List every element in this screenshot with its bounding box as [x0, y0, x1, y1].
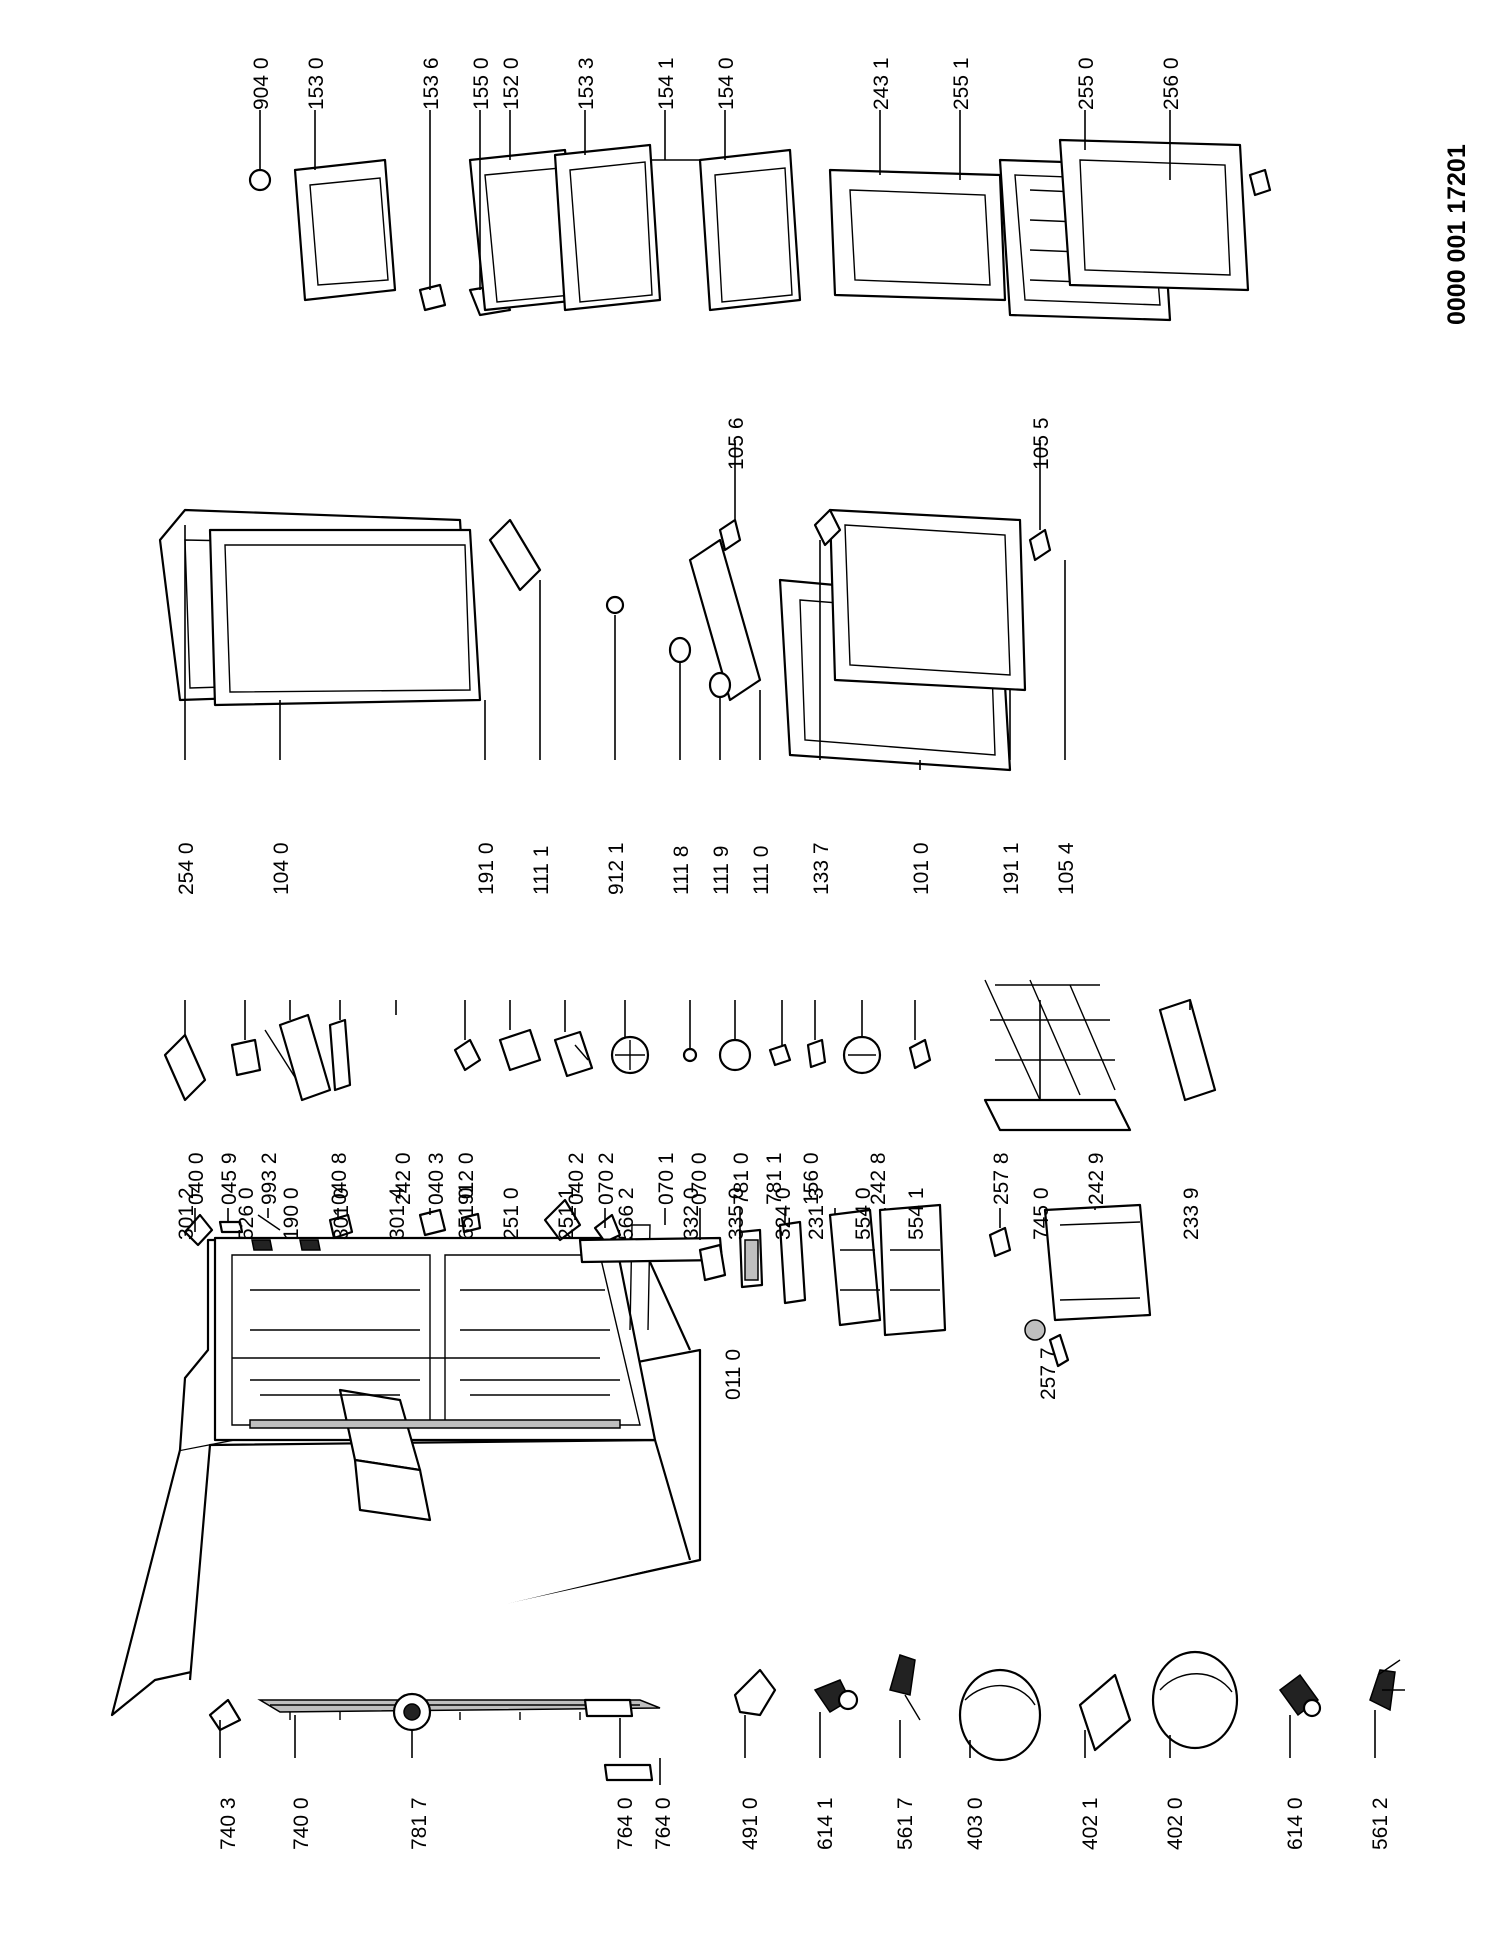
label-257-8: 257 8: [990, 1152, 1013, 1205]
label-101-0: 101 0: [910, 842, 933, 895]
label-403-0: 403 0: [964, 1797, 987, 1850]
label-242-8: 242 8: [867, 1152, 890, 1205]
label-904-0: 904 0: [250, 57, 273, 110]
label-233-9: 233 9: [1180, 1187, 1203, 1240]
leader-lines: [184, 110, 1376, 1785]
label-781-7: 781 7: [408, 1797, 431, 1850]
label-070-0: 070 0: [688, 1152, 711, 1205]
small-parts-left: [208, 1650, 1405, 1782]
label-324-0: 324 0: [772, 1187, 795, 1240]
label-190-0: 190 0: [280, 1187, 303, 1240]
label-111-0: 111 0: [750, 846, 773, 895]
label-251-0: 251 0: [500, 1187, 523, 1240]
drawing-reference-number: 0000 001 17201: [1443, 144, 1471, 325]
label-111-8: 111 8: [670, 846, 693, 895]
label-111-9: 111 9: [710, 846, 733, 895]
label-254-0: 254 0: [175, 842, 198, 895]
label-993-2: 993 2: [258, 1152, 281, 1205]
label-045-9: 045 9: [218, 1152, 241, 1205]
label-301-0: 301 0: [330, 1187, 353, 1240]
label-242-0: 242 0: [392, 1152, 415, 1205]
label-781-0: 781 0: [730, 1152, 753, 1205]
label-740-0: 740 0: [290, 1797, 313, 1850]
label-402-0: 402 0: [1164, 1797, 1187, 1850]
label-231-3: 231 3: [805, 1187, 828, 1240]
label-040-0: 040 0: [185, 1152, 208, 1205]
label-614-0: 614 0: [1284, 1797, 1307, 1850]
label-255-0: 255 0: [1075, 57, 1098, 110]
label-105-6: 105 6: [725, 417, 748, 470]
label-561-2: 561 2: [1369, 1797, 1392, 1850]
label-332-0: 332 0: [680, 1187, 703, 1240]
label-104-0: 104 0: [270, 842, 293, 895]
label-155-0: 155 0: [470, 57, 493, 110]
label-301-2: 301 2: [175, 1187, 198, 1240]
label-526-0: 526 0: [235, 1187, 258, 1240]
label-614-1: 614 1: [814, 1797, 837, 1850]
hinge-parts: [183, 1198, 622, 1247]
control-components: [163, 979, 1217, 1132]
label-781-1: 781 1: [763, 1152, 786, 1205]
label-070-1: 070 1: [655, 1152, 678, 1205]
label-154-0: 154 0: [715, 57, 738, 110]
label-554-1: 554 1: [905, 1187, 928, 1240]
label-105-5: 105 5: [1030, 417, 1053, 470]
crisper-drawers: [578, 1203, 1152, 1368]
label-133-7: 133 7: [810, 842, 833, 895]
label-740-3: 740 3: [217, 1797, 240, 1850]
label-745-0: 745 0: [1030, 1187, 1053, 1240]
label-153-0: 153 0: [305, 57, 328, 110]
label-153-3: 153 3: [575, 57, 598, 110]
label-301-4: 301 4: [386, 1187, 409, 1240]
label-040-3: 040 3: [425, 1152, 448, 1205]
label-105-4: 105 4: [1055, 842, 1078, 895]
label-256-0: 256 0: [1160, 57, 1183, 110]
label-335-0: 335 0: [725, 1187, 748, 1240]
label-255-1: 255 1: [950, 57, 973, 110]
label-242-9: 242 9: [1085, 1152, 1108, 1205]
label-152-0: 152 0: [500, 57, 523, 110]
label-566-2: 566 2: [615, 1187, 638, 1240]
label-554-0: 554 0: [852, 1187, 875, 1240]
label-243-1: 243 1: [870, 57, 893, 110]
label-191-0: 191 0: [475, 842, 498, 895]
label-156-0: 156 0: [800, 1152, 823, 1205]
label-153-6: 153 6: [420, 57, 443, 110]
label-154-1: 154 1: [655, 57, 678, 110]
label-402-1: 402 1: [1079, 1797, 1102, 1850]
label-651-0: 651 0: [455, 1187, 478, 1240]
label-111-1: 111 1: [530, 846, 553, 895]
label-251-1: 251 1: [555, 1187, 578, 1240]
label-257-7: 257 7: [1037, 1347, 1060, 1400]
label-764-0-a: 764 0: [614, 1797, 637, 1850]
label-912-1: 912 1: [605, 842, 628, 895]
door-shelves: [248, 138, 1272, 322]
label-070-2: 070 2: [595, 1152, 618, 1205]
label-912-0: 912 0: [455, 1152, 478, 1205]
label-040-2: 040 2: [565, 1152, 588, 1205]
label-191-1: 191 1: [1000, 842, 1023, 895]
part-labels: 740 3 740 0 781 7 764 0 764 0 491 0 614 …: [175, 57, 1471, 1850]
door-panels: [158, 508, 1052, 772]
label-491-0: 491 0: [739, 1797, 762, 1850]
label-040-8: 040 8: [328, 1152, 351, 1205]
label-011-0: 011 0: [722, 1349, 745, 1400]
cabinet-body: [110, 1236, 702, 1717]
label-764-0-b: 764 0: [652, 1797, 675, 1850]
label-561-7: 561 7: [894, 1797, 917, 1850]
